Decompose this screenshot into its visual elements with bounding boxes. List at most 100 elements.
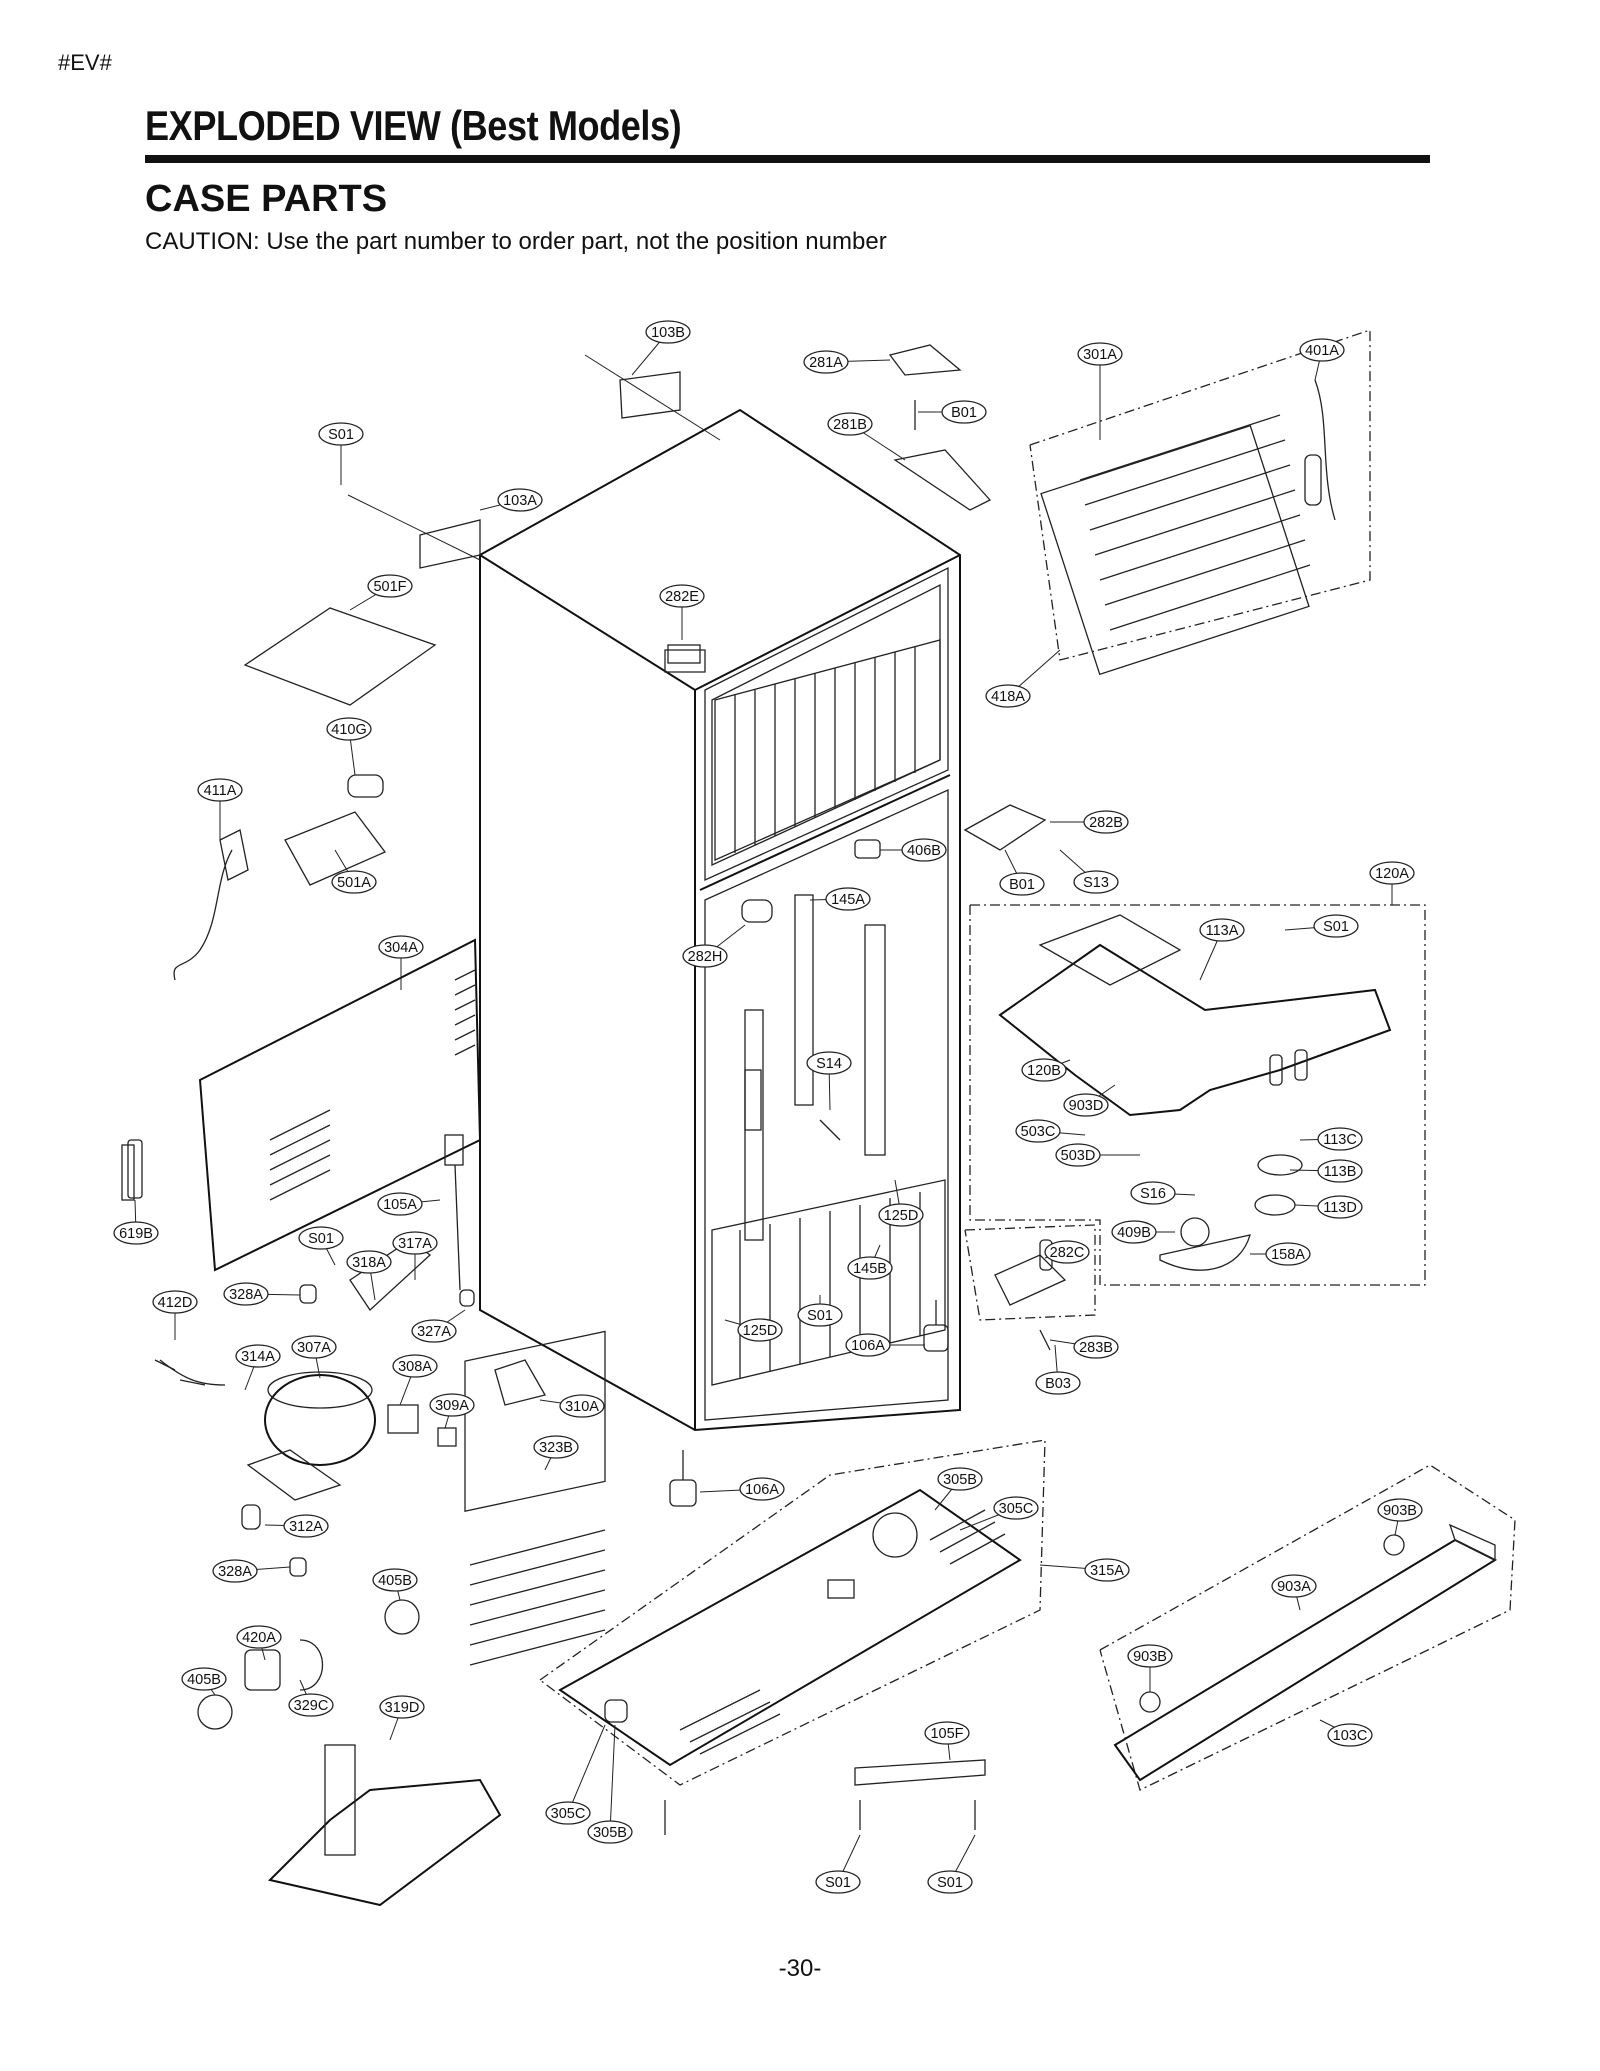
callout-bubble [331, 870, 377, 894]
callout-bubble [291, 1335, 337, 1359]
callout-bubble [985, 684, 1031, 708]
callout-401a: 401A [1299, 338, 1345, 381]
callout-s01-bottom: S01 [797, 1295, 843, 1327]
callout-label: S13 [1083, 875, 1109, 891]
callout-bubble [533, 1435, 579, 1459]
callout-label: 305C [999, 1501, 1034, 1517]
callout-120b: 120B [1021, 1058, 1071, 1082]
callout-323b: 323B [533, 1435, 579, 1471]
callout-label: 307A [297, 1340, 331, 1356]
callout-label: 113B [1324, 1164, 1357, 1180]
callout-bubble [878, 1203, 924, 1227]
callout-bubble [223, 1282, 269, 1306]
callout-310a: 310A [539, 1394, 605, 1418]
callout-145b: 145B [847, 1244, 893, 1280]
callout-label: B01 [1009, 877, 1035, 893]
callout-312a: 312A [264, 1514, 329, 1538]
callout-bubble [181, 1667, 227, 1691]
callout-bubble [1044, 1240, 1090, 1264]
callout-label: 105A [383, 1197, 417, 1213]
callout-282h: 282H [682, 924, 746, 968]
callout-bubble [1084, 1558, 1130, 1582]
callout-label: 305B [593, 1825, 627, 1841]
callout-label: 405B [187, 1672, 221, 1688]
callout-318a: 318A [346, 1250, 392, 1301]
callout-305b-bottom: 305B [587, 1724, 633, 1844]
callout-bubble [659, 584, 705, 608]
callout-bubble [1317, 1127, 1363, 1151]
callout-label: 120B [1027, 1063, 1061, 1079]
callout-label: 282E [665, 589, 699, 605]
callout-bubble [411, 1319, 457, 1343]
title-rule [145, 155, 1430, 163]
callout-bubble [1063, 1093, 1109, 1117]
callout-418a: 418A [985, 649, 1061, 708]
callout-label: 412D [158, 1295, 193, 1311]
callout-281a: 281A [803, 350, 891, 374]
callout-label: 125D [743, 1323, 778, 1339]
callout-bubble [1055, 1143, 1101, 1167]
callout-label: 103A [503, 493, 537, 509]
callout-106a-mid: 106A [845, 1333, 925, 1357]
callout-bubble [236, 1625, 282, 1649]
callout-503d: 503D [1055, 1143, 1140, 1167]
callout-label: 106A [851, 1338, 885, 1354]
callout-bubble [999, 872, 1045, 896]
callout-103c: 103C [1319, 1719, 1373, 1747]
callout-label: 328A [218, 1564, 252, 1580]
callout-328a-bottom: 328A [212, 1559, 291, 1583]
callout-bubble [346, 1250, 392, 1274]
callout-bubble [1021, 1058, 1067, 1082]
callout-bubble [1313, 914, 1359, 938]
callout-bubble [113, 1221, 159, 1245]
callout-309a: 309A [429, 1393, 475, 1429]
callout-bubble [1317, 1195, 1363, 1219]
callout-bubble [1199, 918, 1245, 942]
callout-bubble [682, 944, 728, 968]
callout-bubble [1299, 338, 1345, 362]
callout-903b-top: 903B [1377, 1498, 1423, 1536]
control-board-parts [173, 607, 437, 981]
callout-label: 323B [539, 1440, 573, 1456]
callout-319d: 319D [379, 1695, 425, 1741]
callout-label: 318A [352, 1255, 386, 1271]
callout-409b: 409B [1111, 1220, 1175, 1244]
front-trim [1099, 1464, 1516, 1791]
callout-301a: 301A [1077, 342, 1123, 440]
callout-411a: 411A [197, 778, 243, 840]
callout-bubble [378, 935, 424, 959]
dispenser-assembly [969, 904, 1426, 1286]
callout-bubble [497, 488, 543, 512]
lower-hinge [964, 1224, 1096, 1351]
callout-405b-top: 405B [372, 1568, 418, 1601]
callout-103b: 103B [631, 320, 691, 376]
callout-label: 420A [242, 1630, 276, 1646]
callout-410g: 410G [326, 717, 372, 776]
callout-328a-top: 328A [223, 1282, 301, 1306]
callout-bubble [815, 1870, 861, 1894]
callout-label: 317A [398, 1236, 432, 1252]
bracket-and-screws [664, 1759, 986, 1835]
callout-bubble [737, 1318, 783, 1342]
callout-bubble [901, 838, 947, 862]
callout-bubble [1127, 1644, 1173, 1668]
callout-label: 282C [1050, 1245, 1085, 1261]
refrigerator-cabinet [479, 408, 961, 1432]
compressor-assembly [159, 1134, 546, 1577]
callout-305b-top: 305B [934, 1467, 983, 1511]
callout-s16: S16 [1130, 1181, 1196, 1205]
callout-label: 281B [833, 417, 867, 433]
callout-bubble [645, 320, 691, 344]
callout-label: 310A [565, 1399, 599, 1415]
callout-label: 315A [1090, 1563, 1124, 1579]
callout-label: S01 [308, 1231, 334, 1247]
leveling-feet [669, 1300, 949, 1507]
callout-s01-right: S01 [1284, 914, 1359, 938]
callout-label: 418A [991, 689, 1025, 705]
callout-label: 158A [1271, 1247, 1305, 1263]
callout-bubble [298, 1226, 344, 1250]
callout-label: 305C [551, 1806, 586, 1822]
callout-bubble [212, 1559, 258, 1583]
callout-105a: 105A [377, 1192, 441, 1216]
callout-bubble [235, 1344, 281, 1368]
